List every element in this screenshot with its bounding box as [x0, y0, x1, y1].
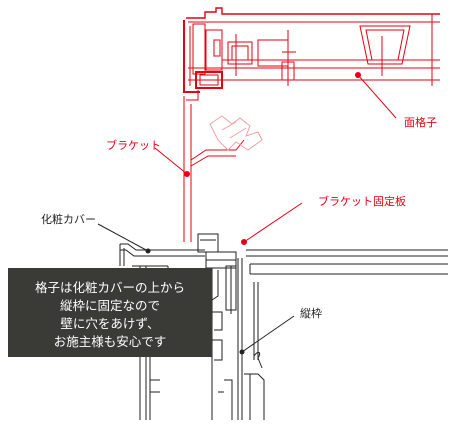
bracket-drawing: [183, 96, 245, 242]
vertical-frame-label: 縦枠: [300, 307, 322, 320]
callout-box: 格子は化粧カバーの上から 縦枠に固定なので 壁に穴をあけず、 お施主様も安心です: [8, 268, 212, 357]
callout-line: 壁に穴をあけず、: [60, 316, 160, 331]
bracket-label: ブラケット: [106, 139, 161, 152]
leader-lines: [97, 72, 397, 355]
trim-cover-label: 化粧カバー: [41, 213, 96, 226]
callout-line: お施主様も安心です: [53, 334, 167, 349]
callout-line: 格子は化粧カバーの上から: [34, 280, 185, 295]
bracket-hinge-drawing: [209, 115, 263, 151]
lattice-panel-drawing: [183, 7, 440, 101]
frame-and-cover-drawing: [119, 233, 448, 420]
bracket-fixing-plate-label: ブラケット固定板: [318, 195, 406, 208]
callout-line: 縦枠に固定なので: [59, 298, 160, 313]
lattice-panel-label: 面格子: [404, 116, 437, 129]
